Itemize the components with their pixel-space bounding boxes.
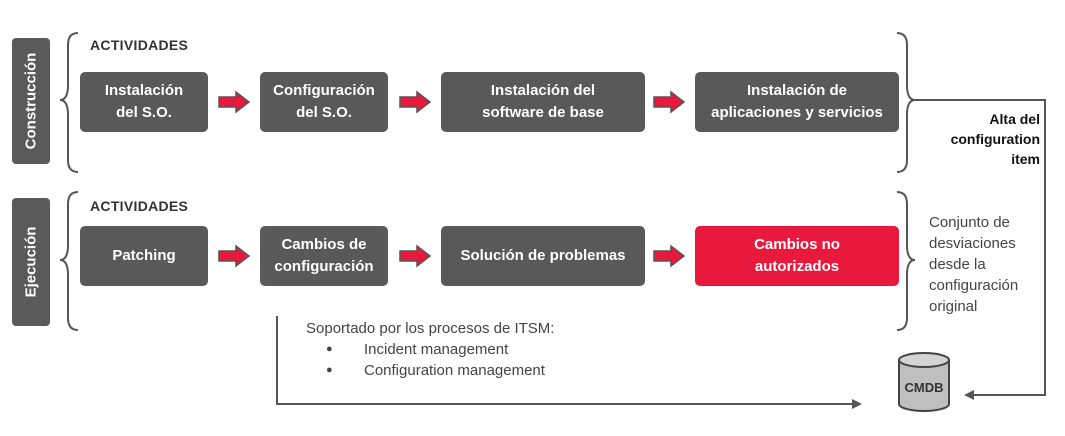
alta-connector [915, 99, 1046, 400]
arrow-construction-1 [218, 90, 251, 114]
construction-left-brace [59, 32, 79, 173]
itsm-title: Soportado por los procesos de ITSM: [306, 320, 555, 337]
itsm-item-configuration: Configuration management [306, 360, 554, 381]
arrow-construction-3 [653, 90, 686, 114]
step-os-configuration: Configuración del S.O. [260, 72, 388, 132]
step-apps-services-installation: Instalación de aplicaciones y servicios [695, 72, 899, 132]
construction-tab: Construcción [12, 38, 50, 164]
arrow-execution-2 [399, 244, 432, 268]
step-patching: Patching [80, 226, 208, 286]
execution-activities-label: ACTIVIDADES [90, 198, 189, 214]
construction-right-brace [896, 32, 916, 173]
execution-right-brace [896, 191, 916, 331]
execution-left-brace [59, 191, 79, 331]
arrow-construction-2 [399, 90, 432, 114]
cmdb-database-icon: CMDB [898, 352, 950, 412]
itsm-process-list: Incident management Configuration manage… [306, 339, 554, 381]
step-problem-solving: Solución de problemas [441, 226, 645, 286]
execution-tab: Ejecución [12, 198, 50, 326]
construction-activities-label: ACTIVIDADES [90, 37, 189, 53]
step-configuration-changes: Cambios de configuración [260, 226, 388, 286]
cmdb-label: CMDB [905, 380, 944, 395]
step-base-software-installation: Instalación del software de base [441, 72, 645, 132]
itsm-connector [276, 316, 862, 409]
desviaciones-note: Conjunto de desviaciones desde la config… [929, 214, 1019, 315]
arrow-execution-3 [653, 244, 686, 268]
step-os-installation: Instalación del S.O. [80, 72, 208, 132]
itsm-item-incident: Incident management [306, 339, 554, 360]
alta-configuration-item-note: Alta del configuration item [950, 111, 1040, 167]
itsm-support-text: Soportado por los procesos de ITSM: Inci… [306, 318, 554, 381]
step-unauthorized-changes: Cambios no autorizados [695, 226, 899, 286]
arrow-execution-1 [218, 244, 251, 268]
